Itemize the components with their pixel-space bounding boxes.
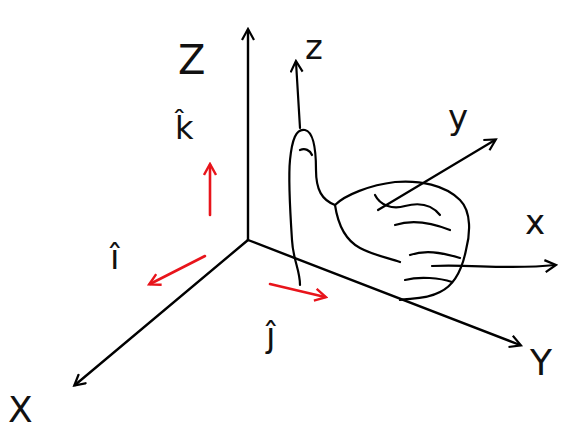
axis-label: y: [448, 100, 468, 134]
z-axis: [247, 30, 249, 240]
y-axis: [248, 240, 520, 345]
axis-label: î: [110, 240, 119, 274]
thumbnail: [300, 149, 312, 155]
i-unit-vector: [150, 256, 205, 284]
j-unit-vector: [270, 284, 325, 297]
axis-label: Z: [178, 40, 205, 80]
axis-label: k̂: [175, 112, 194, 144]
axis-label: z: [305, 30, 323, 64]
finger: [410, 252, 460, 258]
finger: [395, 222, 450, 230]
fist: [335, 182, 469, 300]
finger-x-arrow: [432, 265, 555, 267]
index-y-arrow: [378, 140, 495, 210]
thumb: [289, 130, 335, 240]
right-hand: [289, 130, 469, 300]
k-unit-vector: [209, 165, 212, 215]
axis-label: Y: [530, 345, 552, 381]
finger: [405, 278, 452, 282]
axis-label: x: [525, 205, 545, 239]
axis-label: ĵ: [266, 318, 275, 352]
palm: [335, 205, 400, 262]
x-axis: [75, 240, 248, 385]
thumb-z-arrow: [296, 62, 300, 128]
axis-label: X: [8, 392, 33, 428]
wrist: [292, 240, 300, 285]
